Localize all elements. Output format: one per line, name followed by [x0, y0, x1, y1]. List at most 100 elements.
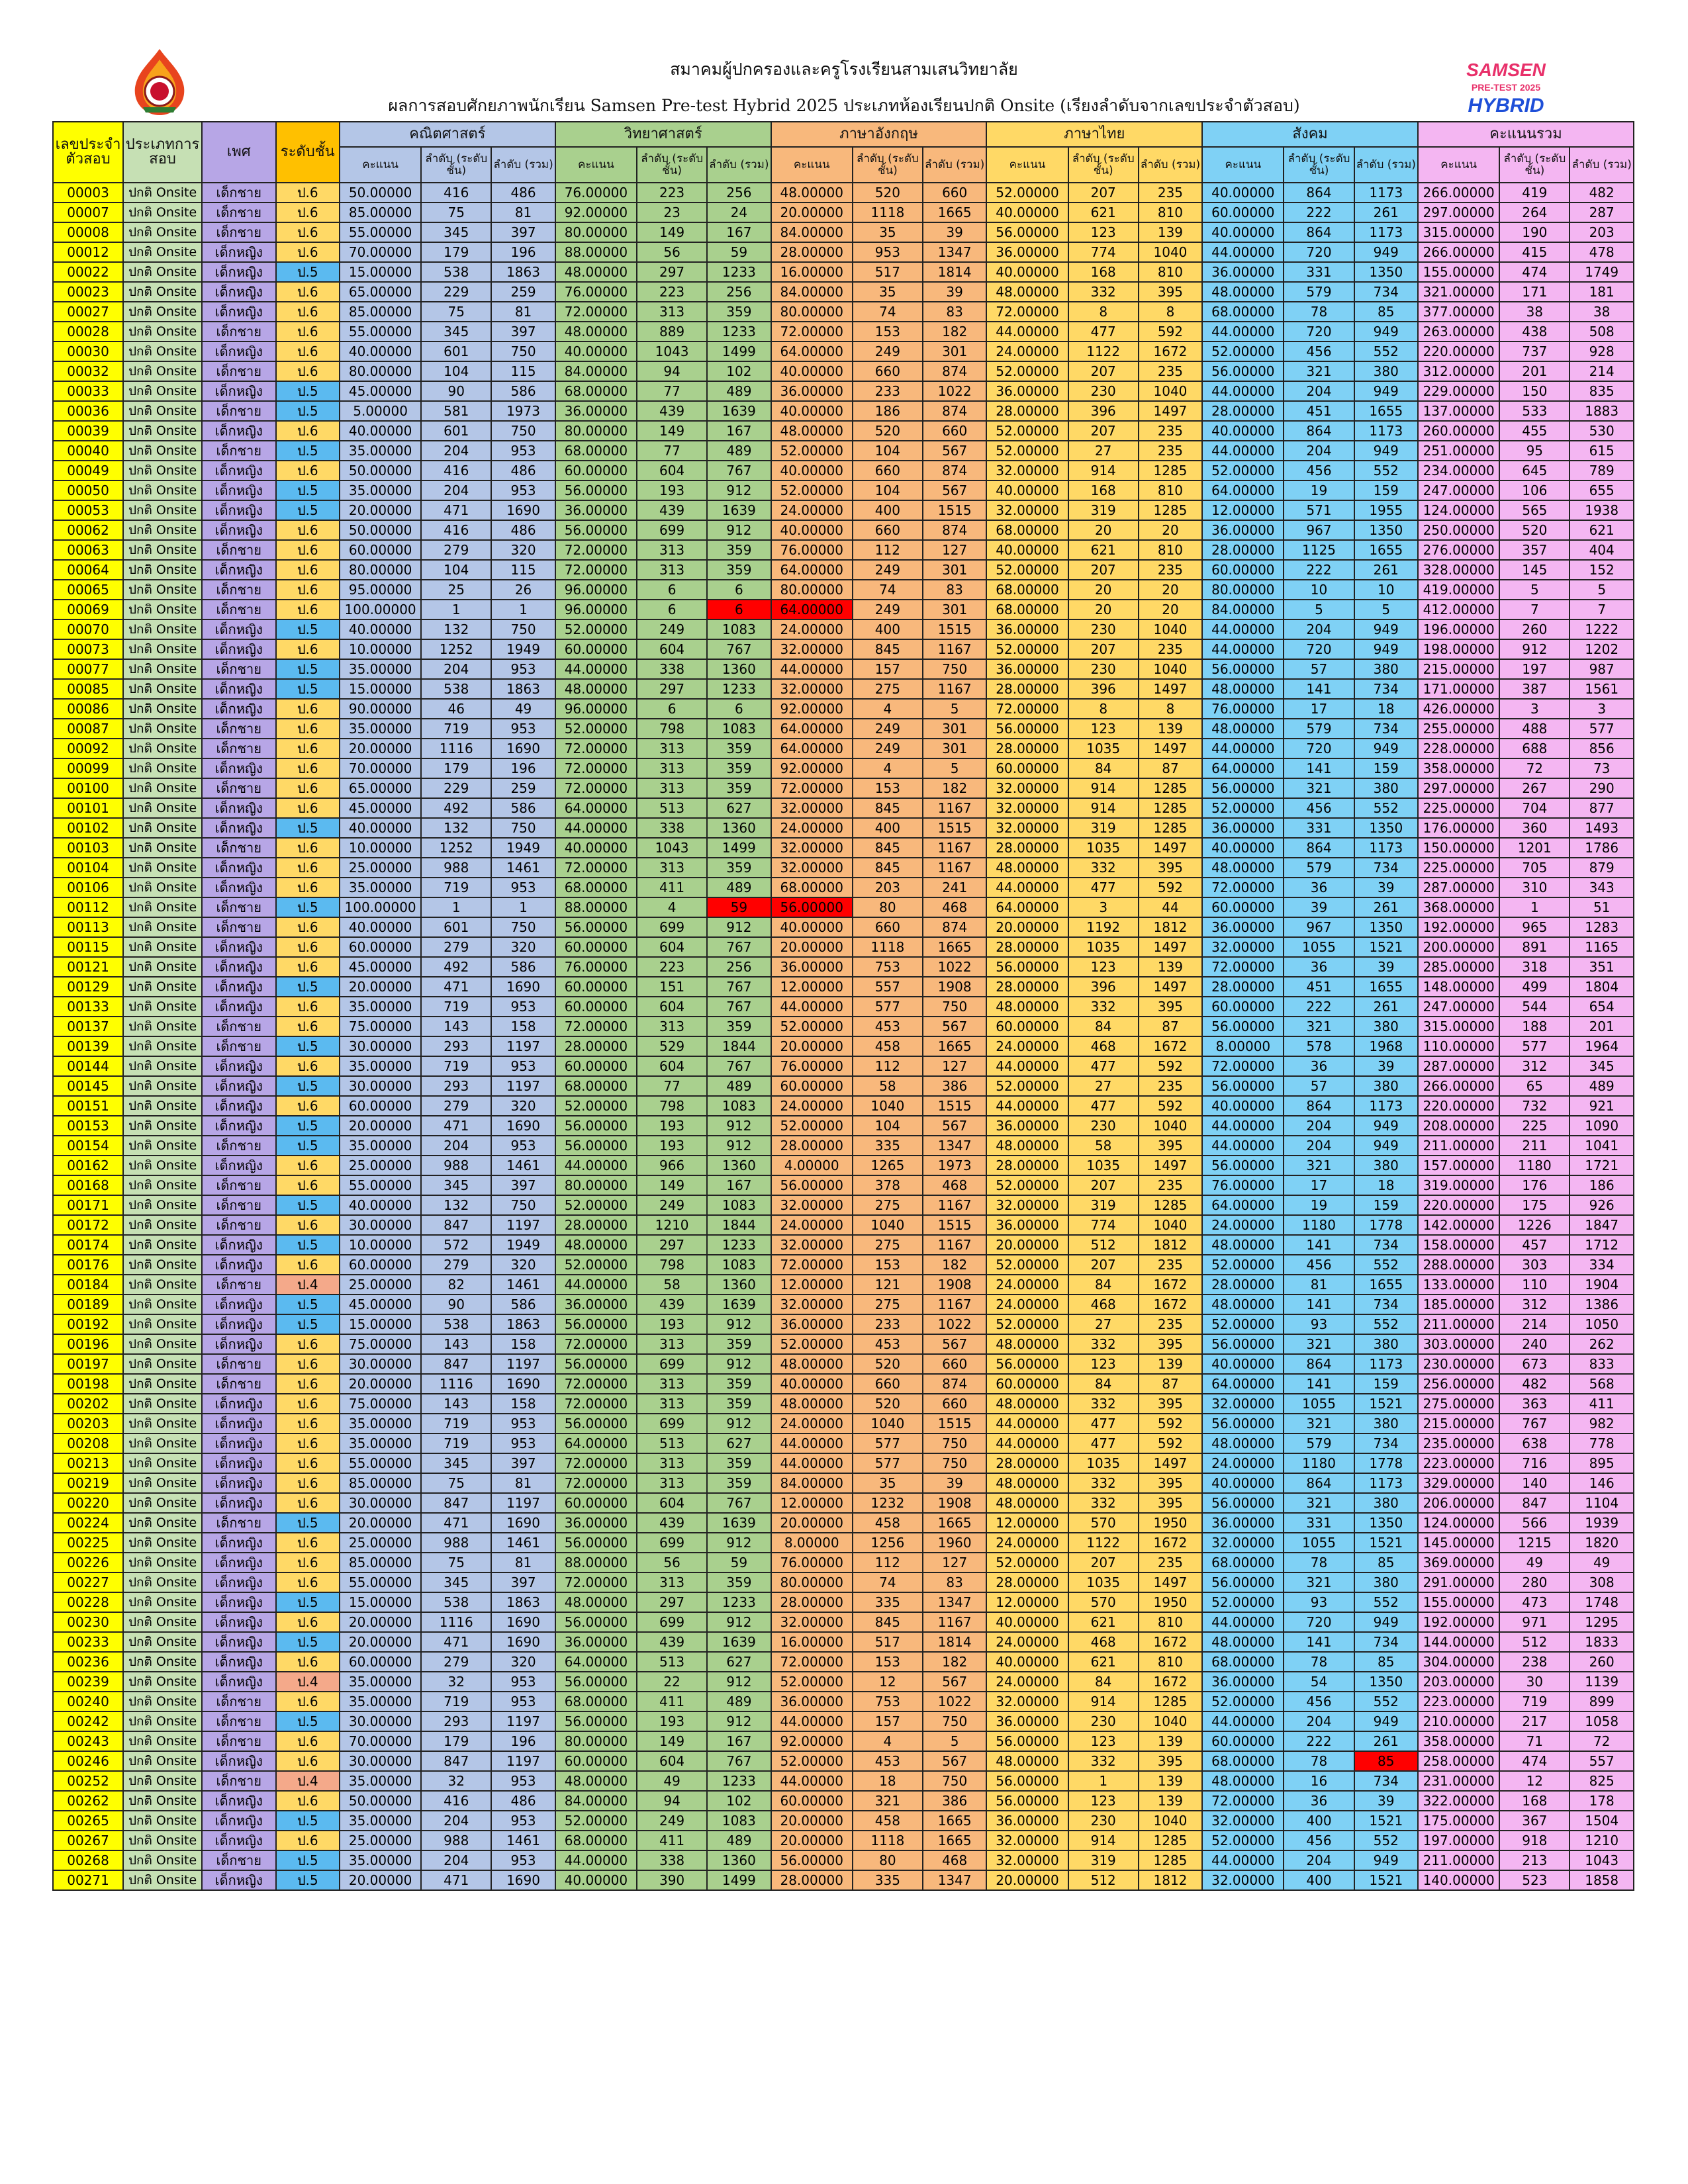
score-cell: 40.00000	[338, 619, 422, 640]
score-cell: 810	[1137, 261, 1203, 283]
score-cell: 32.00000	[1201, 1870, 1285, 1891]
score-cell: 7	[1569, 599, 1634, 620]
score-cell: 471	[420, 976, 492, 997]
score-cell: 1055	[1283, 936, 1355, 958]
score-cell: 18	[1353, 1175, 1419, 1196]
score-cell: 1173	[1353, 837, 1419, 858]
score-cell: 52.00000	[770, 1671, 853, 1692]
score-cell: 359	[706, 1572, 772, 1593]
score-cell: 36	[1283, 956, 1355, 978]
score-cell: 1672	[1137, 1036, 1203, 1057]
score-cell: 167	[706, 1175, 772, 1196]
score-cell: 70.00000	[338, 758, 422, 779]
level-cell: ป.6	[275, 420, 340, 441]
exam-type-cell: ปกติ Onsite	[122, 1691, 203, 1712]
score-cell: 290	[1569, 778, 1634, 799]
exam-type-cell: ปกติ Onsite	[122, 281, 203, 302]
score-cell: 56.00000	[1201, 1075, 1285, 1097]
score-cell: 5	[921, 1731, 988, 1752]
score-cell: 52.00000	[1201, 341, 1285, 362]
score-cell: 719	[420, 1691, 492, 1712]
score-cell: 222	[1283, 996, 1355, 1017]
score-cell: 40.00000	[338, 917, 422, 938]
score-cell: 12.00000	[770, 1492, 853, 1514]
subheader-science-rank-all: ลำดับ (รวม)	[706, 146, 772, 183]
score-cell: 60.00000	[986, 1016, 1069, 1037]
score-cell: 719	[420, 1413, 492, 1434]
score-cell: 1639	[706, 1512, 772, 1533]
score-cell: 72.00000	[554, 738, 638, 759]
score-cell: 953	[491, 718, 556, 739]
score-cell: 395	[1137, 1393, 1203, 1414]
score-cell: 64.00000	[770, 559, 853, 580]
score-cell: 1812	[1137, 1234, 1203, 1255]
exam-id-cell: 00202	[52, 1393, 124, 1414]
score-cell: 949	[1353, 321, 1419, 342]
score-cell: 65.00000	[338, 281, 422, 302]
score-cell: 1461	[491, 1274, 556, 1295]
score-cell: 235	[1137, 1314, 1203, 1335]
score-cell: 877	[1569, 797, 1634, 819]
exam-id-cell: 00050	[52, 480, 124, 501]
score-cell: 52.00000	[770, 1115, 853, 1136]
score-cell: 68.00000	[986, 520, 1069, 541]
score-cell: 313	[636, 758, 708, 779]
score-cell: 313	[636, 1453, 708, 1474]
score-cell: 1665	[921, 1512, 988, 1533]
exam-type-cell: ปกติ Onsite	[122, 639, 203, 660]
score-cell: 146	[1569, 1473, 1634, 1494]
level-cell: ป.4	[275, 1770, 340, 1792]
score-cell: 78	[1283, 1552, 1355, 1573]
score-cell: 1515	[921, 1095, 988, 1116]
score-cell: 1904	[1569, 1274, 1634, 1295]
exam-type-cell: ปกติ Onsite	[122, 738, 203, 759]
score-cell: 102	[706, 361, 772, 382]
score-cell: 132	[420, 817, 492, 839]
score-cell: 58	[1067, 1135, 1139, 1156]
score-cell: 1844	[706, 1214, 772, 1236]
score-cell: 552	[1353, 797, 1419, 819]
score-cell: 39	[921, 1473, 988, 1494]
score-cell: 1672	[1137, 1631, 1203, 1653]
score-cell: 416	[420, 460, 492, 481]
score-cell: 1118	[851, 936, 923, 958]
score-cell: 359	[706, 539, 772, 561]
score-cell: 1210	[1569, 1830, 1634, 1851]
score-cell: 912	[706, 1671, 772, 1692]
score-cell: 28.00000	[986, 678, 1069, 700]
score-cell: 40.00000	[770, 460, 853, 481]
score-cell: 35.00000	[338, 1810, 422, 1831]
score-cell: 56.00000	[1201, 659, 1285, 680]
score-cell: 363	[1499, 1393, 1571, 1414]
score-cell: 68.00000	[986, 599, 1069, 620]
score-cell: 48.00000	[554, 261, 638, 283]
score-cell: 319	[1067, 817, 1139, 839]
score-cell: 32	[420, 1671, 492, 1692]
score-cell: 508	[1569, 321, 1634, 342]
score-cell: 28.00000	[770, 1135, 853, 1156]
score-cell: 55.00000	[338, 222, 422, 243]
exam-id-cell: 00040	[52, 440, 124, 461]
score-cell: 235	[1137, 559, 1203, 580]
score-cell: 1360	[706, 1850, 772, 1871]
score-cell: 193	[636, 1711, 708, 1732]
sex-cell: เด็กชาย	[201, 1691, 277, 1712]
score-cell: 64.00000	[1201, 480, 1285, 501]
score-cell: 1083	[706, 1254, 772, 1275]
score-cell: 451	[1283, 976, 1355, 997]
level-cell: ป.6	[275, 559, 340, 580]
level-cell: ป.4	[275, 1671, 340, 1692]
score-cell: 48.00000	[770, 182, 853, 203]
sex-cell: เด็กหญิง	[201, 1631, 277, 1653]
score-cell: 85	[1353, 1552, 1419, 1573]
score-cell: 142.00000	[1417, 1214, 1501, 1236]
score-cell: 56	[636, 242, 708, 263]
score-cell: 30.00000	[338, 1751, 422, 1772]
exam-id-cell: 00064	[52, 559, 124, 580]
sex-cell: เด็กชาย	[201, 1135, 277, 1156]
score-cell: 36.00000	[986, 1115, 1069, 1136]
score-cell: 313	[636, 301, 708, 322]
level-cell: ป.6	[275, 1373, 340, 1394]
